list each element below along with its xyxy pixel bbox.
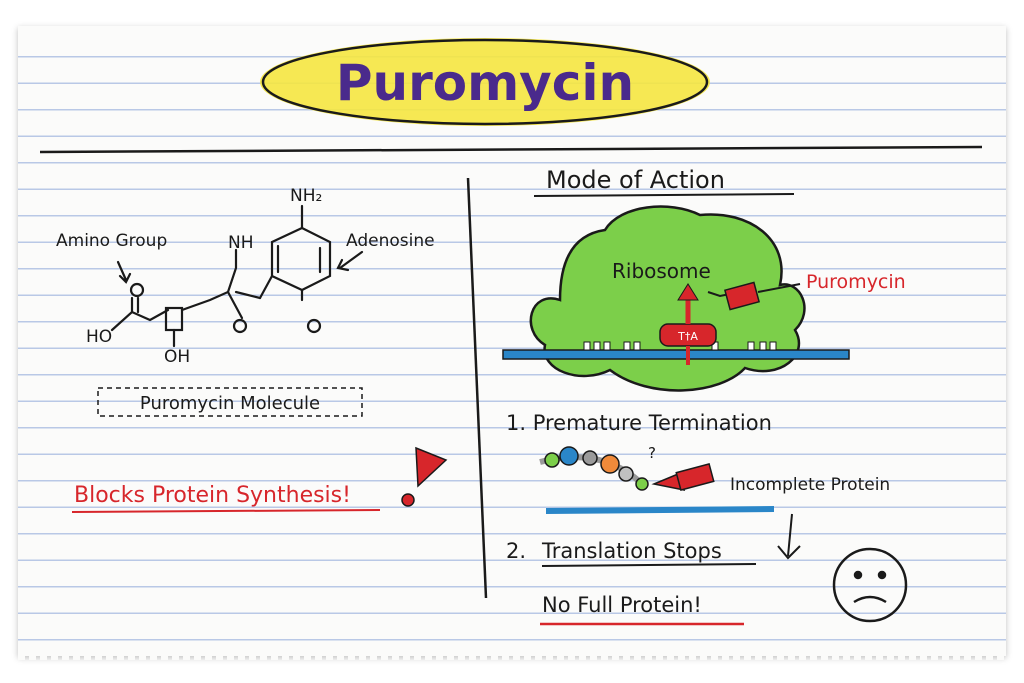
column-divider bbox=[466, 177, 488, 599]
step1-text: 1. Premature Termination bbox=[506, 411, 772, 435]
step2-number: 2. bbox=[506, 539, 526, 563]
nh2-label: NH₂ bbox=[290, 186, 322, 206]
trna-label: T†A bbox=[677, 330, 698, 343]
title-block: Puromycin bbox=[260, 38, 710, 126]
arrow-up-icon bbox=[677, 283, 699, 301]
mrna-strand bbox=[502, 349, 850, 360]
blue-bar bbox=[546, 506, 774, 514]
puromycin-block bbox=[724, 281, 760, 311]
nh-label: NH bbox=[228, 233, 254, 253]
warning-underline bbox=[71, 509, 381, 513]
adenosine-label: Adenosine bbox=[346, 231, 435, 251]
title-oval bbox=[261, 38, 709, 126]
mode-underline bbox=[533, 193, 795, 197]
caption-dashed-box bbox=[97, 387, 363, 417]
sad-face-icon bbox=[832, 547, 908, 623]
oh-label: OH bbox=[164, 347, 190, 367]
ho-label: HO bbox=[86, 327, 112, 347]
molecule-caption-box: Puromycin Molecule bbox=[97, 387, 363, 417]
molecule-drawing bbox=[110, 204, 364, 348]
ribosome-label: Ribosome bbox=[612, 259, 711, 283]
notebook-card bbox=[18, 26, 1006, 660]
amino-group-label: Amino Group bbox=[56, 231, 167, 251]
puromycin-pointer bbox=[757, 283, 801, 293]
step2-text: Translation Stops bbox=[541, 539, 722, 563]
warning-text: Blocks Protein Synthesis! bbox=[74, 483, 351, 508]
warning-block: Blocks Protein Synthesis! bbox=[71, 446, 448, 513]
ribosome-shape bbox=[529, 205, 806, 392]
codon-ticks bbox=[583, 341, 777, 351]
ribosome-diagram: T†A Ribosome Puromycin bbox=[502, 205, 906, 392]
puromycin-label: Puromycin bbox=[806, 271, 906, 293]
question-mark: ? bbox=[648, 444, 656, 462]
page-title: Puromycin bbox=[336, 54, 634, 112]
arrow-down-icon bbox=[777, 513, 801, 560]
exclamation-dot bbox=[401, 493, 415, 507]
incomplete-protein-label: Incomplete Protein bbox=[730, 475, 890, 495]
result-text: No Full Protein! bbox=[542, 593, 702, 617]
exclamation-icon bbox=[415, 446, 448, 488]
step2-underline bbox=[541, 563, 757, 567]
header-divider bbox=[39, 145, 983, 154]
title-highlight bbox=[260, 38, 710, 126]
molecule-caption: Puromycin Molecule bbox=[140, 393, 320, 414]
incomplete-protein-chain: ? bbox=[539, 444, 715, 492]
molecule-labels: Amino Group Adenosine NH₂ NH HO OH bbox=[56, 186, 435, 367]
mode-heading: Mode of Action bbox=[546, 166, 725, 194]
